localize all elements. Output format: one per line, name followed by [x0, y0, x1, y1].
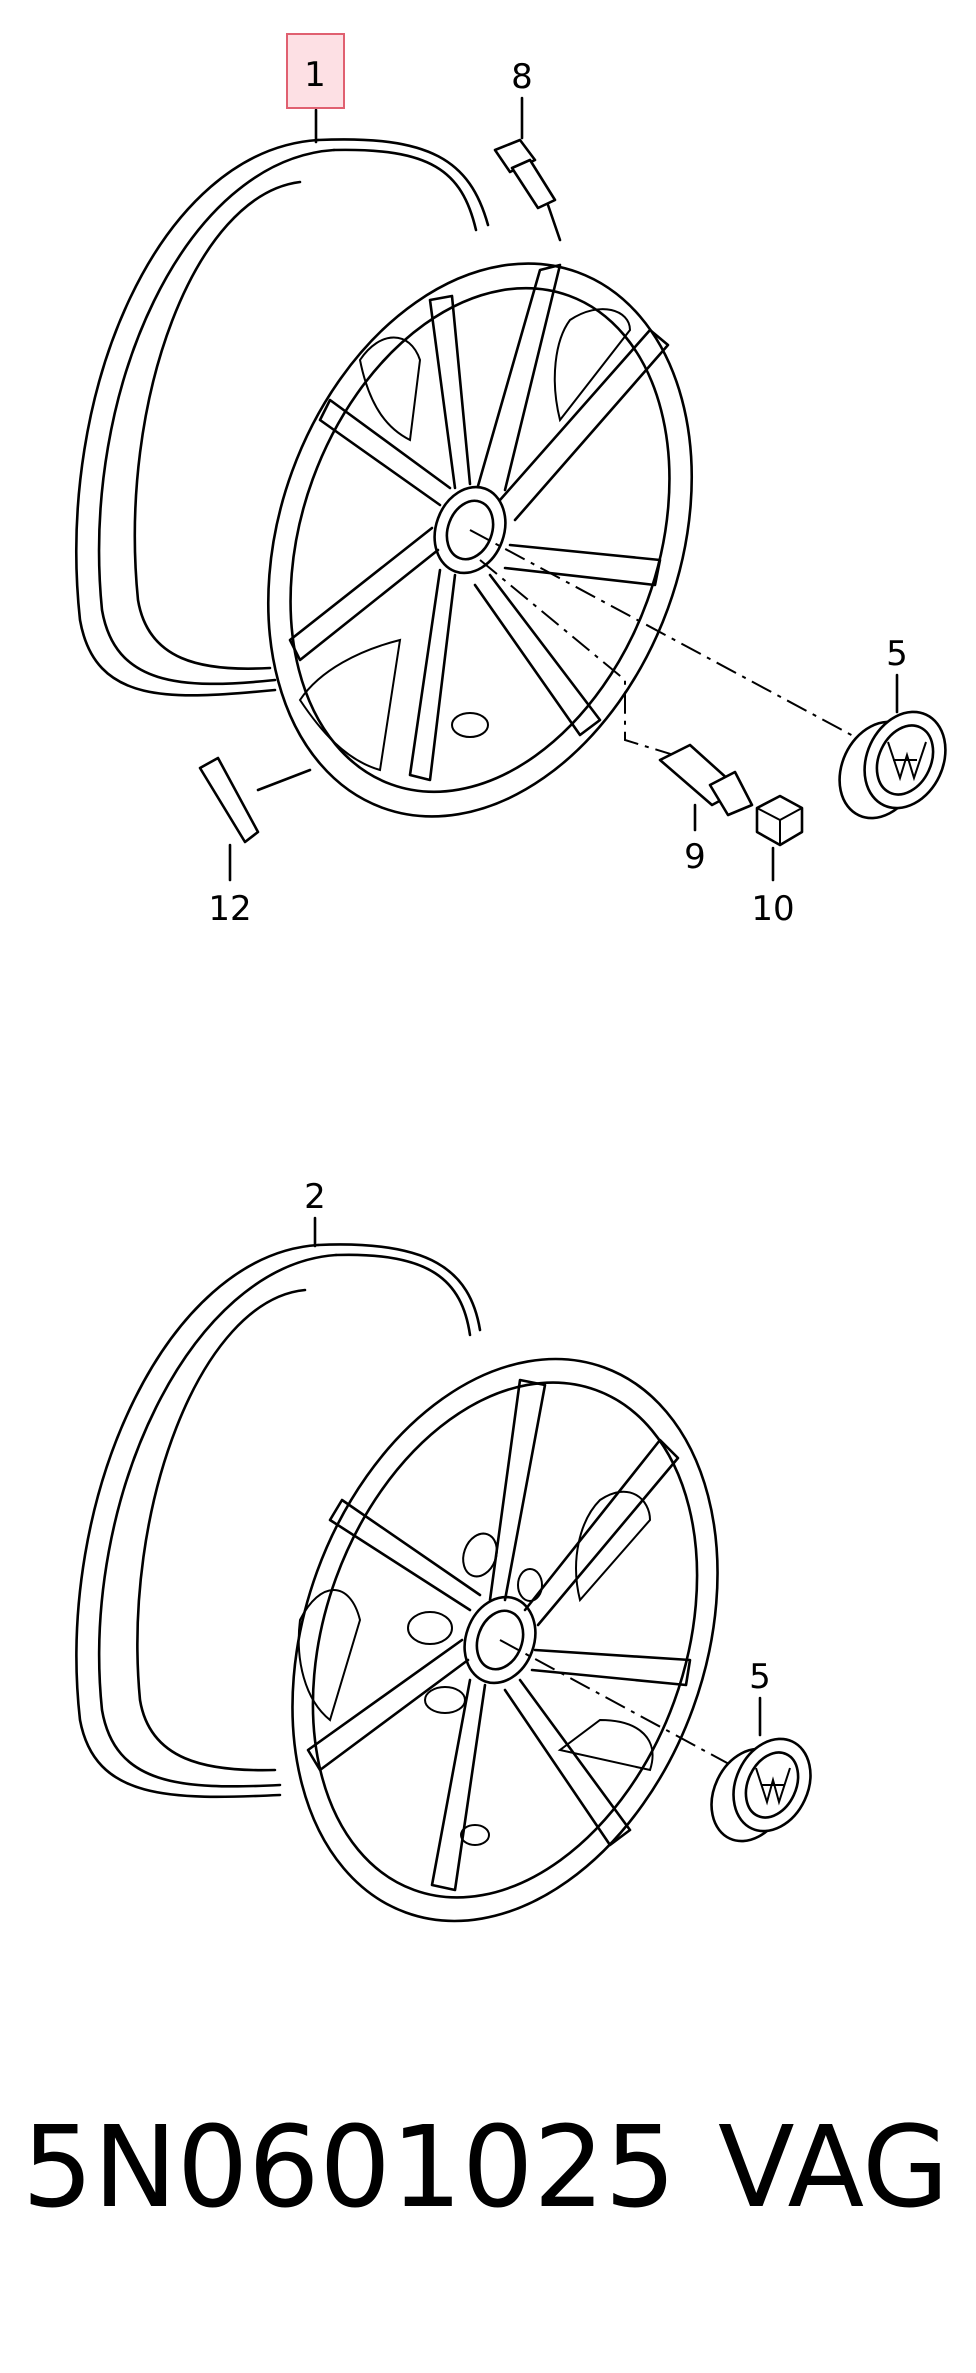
part-number: 5N0601025 [22, 2103, 676, 2233]
alloy-wheel-1 [75, 108, 694, 818]
centre-cap-5-lower [710, 1696, 812, 1843]
valve-stem-8 [493, 96, 562, 242]
callout-2: 2 [304, 1177, 326, 1217]
brand-label: VAG [718, 2103, 949, 2233]
balance-weight-12 [198, 756, 312, 882]
centerline-lower-cap [499, 1639, 741, 1771]
centerline-upper-cap [469, 529, 871, 746]
callout-12: 12 [208, 889, 251, 929]
callout-1: 1 [304, 55, 326, 95]
wheel-bolt-9 [658, 743, 754, 832]
wheel-nut-10 [755, 794, 804, 882]
vw-logo-icon [755, 1767, 791, 1806]
footer-caption: 5N0601025 VAG [0, 2098, 976, 2238]
callout-5-lower: 5 [749, 1657, 771, 1697]
callout-5-upper: 5 [886, 634, 908, 674]
callout-9: 9 [684, 837, 706, 877]
vw-logo-icon [887, 741, 927, 782]
callout-1-highlight [286, 33, 345, 109]
centerline-upper-bolt [479, 559, 691, 761]
callout-8: 8 [511, 57, 533, 97]
centre-cap-5-upper [838, 673, 947, 820]
callout-10: 10 [751, 889, 794, 929]
alloy-wheel-2 [75, 1216, 719, 1923]
